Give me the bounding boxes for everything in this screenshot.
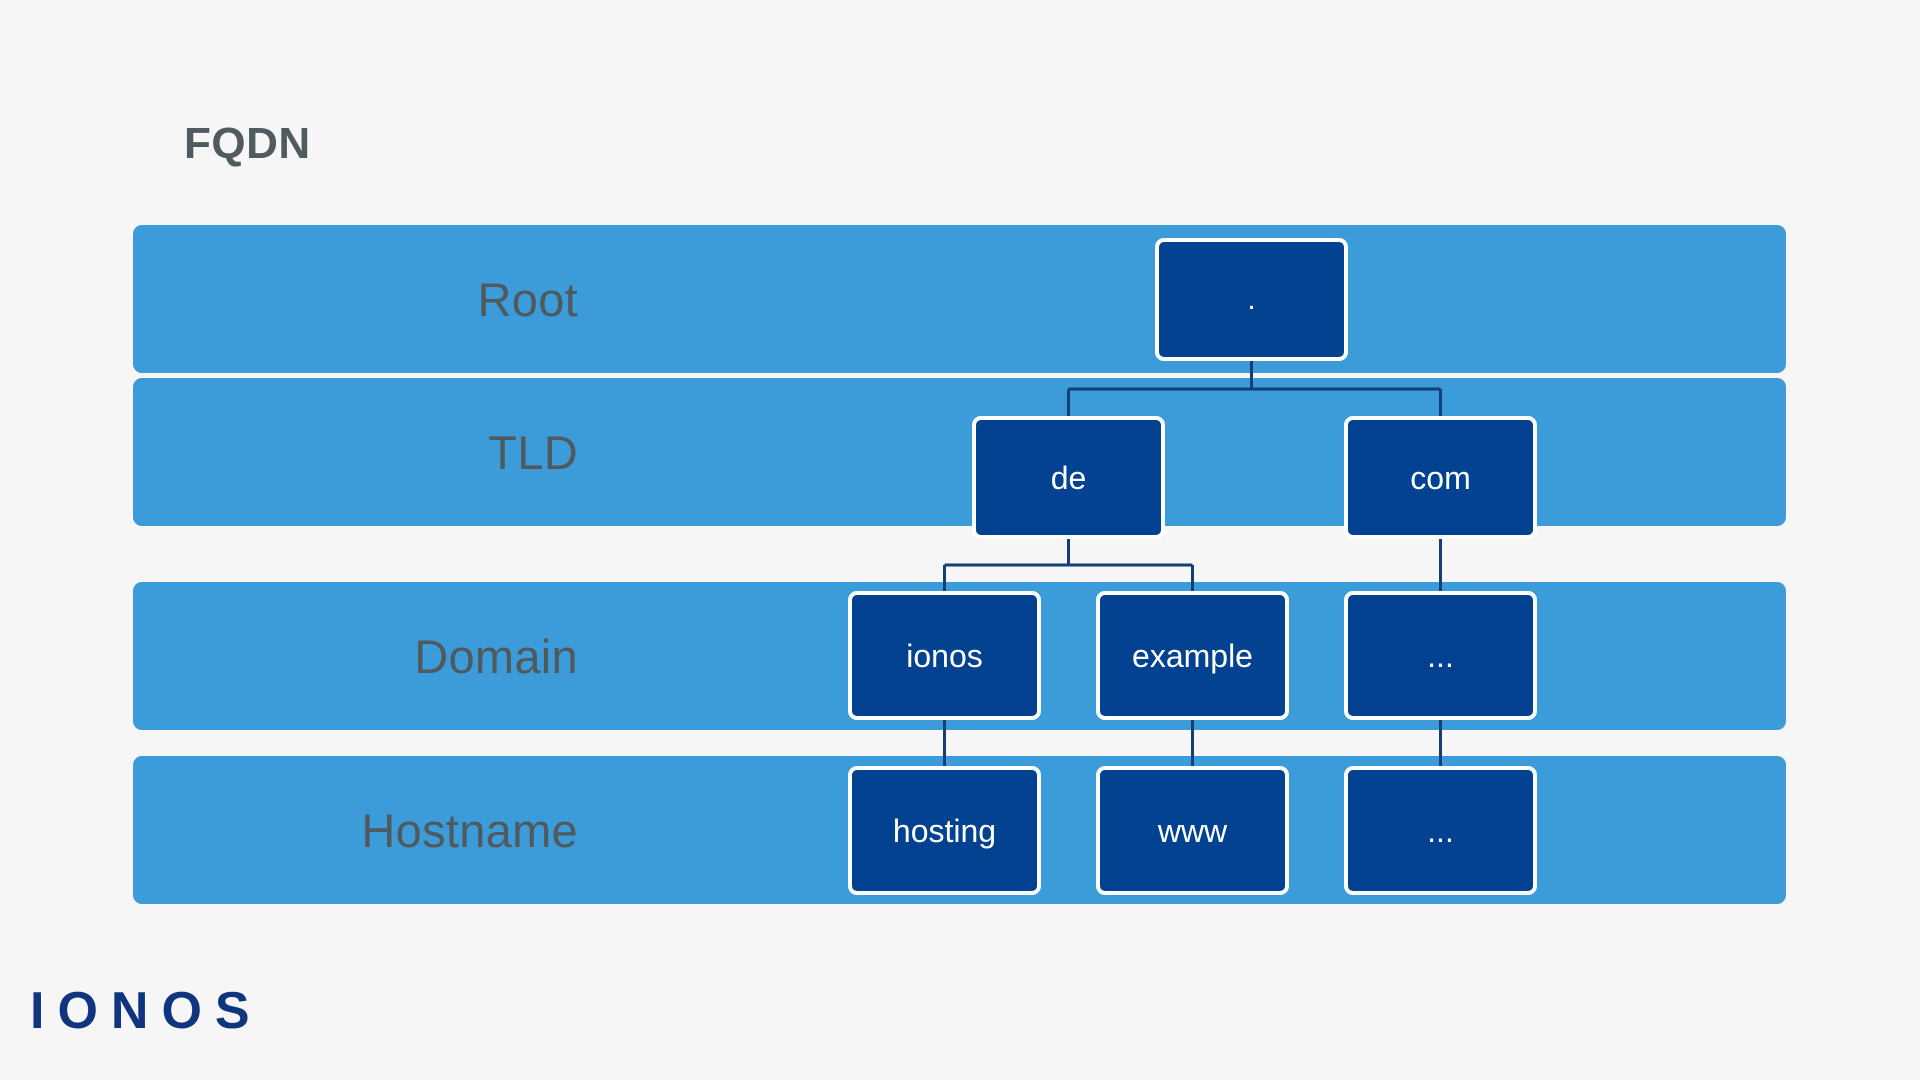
tree-node-example[interactable]: example <box>1096 591 1289 720</box>
level-label-root: Root <box>133 225 1786 373</box>
level-label-text: Domain <box>258 629 578 684</box>
tree-node-dots-domain[interactable]: ... <box>1344 591 1537 720</box>
level-label-text: TLD <box>258 425 578 480</box>
level-label-text: Root <box>258 272 578 327</box>
level-band-root: Root <box>133 225 1786 373</box>
level-label-text: Hostname <box>258 803 578 858</box>
level-label-tld: TLD <box>133 378 1786 526</box>
tree-node-hosting[interactable]: hosting <box>848 766 1041 895</box>
tree-node-root[interactable]: . <box>1155 238 1348 361</box>
tree-node-com[interactable]: com <box>1344 416 1537 539</box>
tree-node-ionos[interactable]: ionos <box>848 591 1041 720</box>
tree-node-www[interactable]: www <box>1096 766 1289 895</box>
tree-node-dots-host[interactable]: ... <box>1344 766 1537 895</box>
level-band-tld: TLD <box>133 378 1786 526</box>
ionos-logo: IONOS <box>30 985 263 1037</box>
tree-node-de[interactable]: de <box>972 416 1165 539</box>
